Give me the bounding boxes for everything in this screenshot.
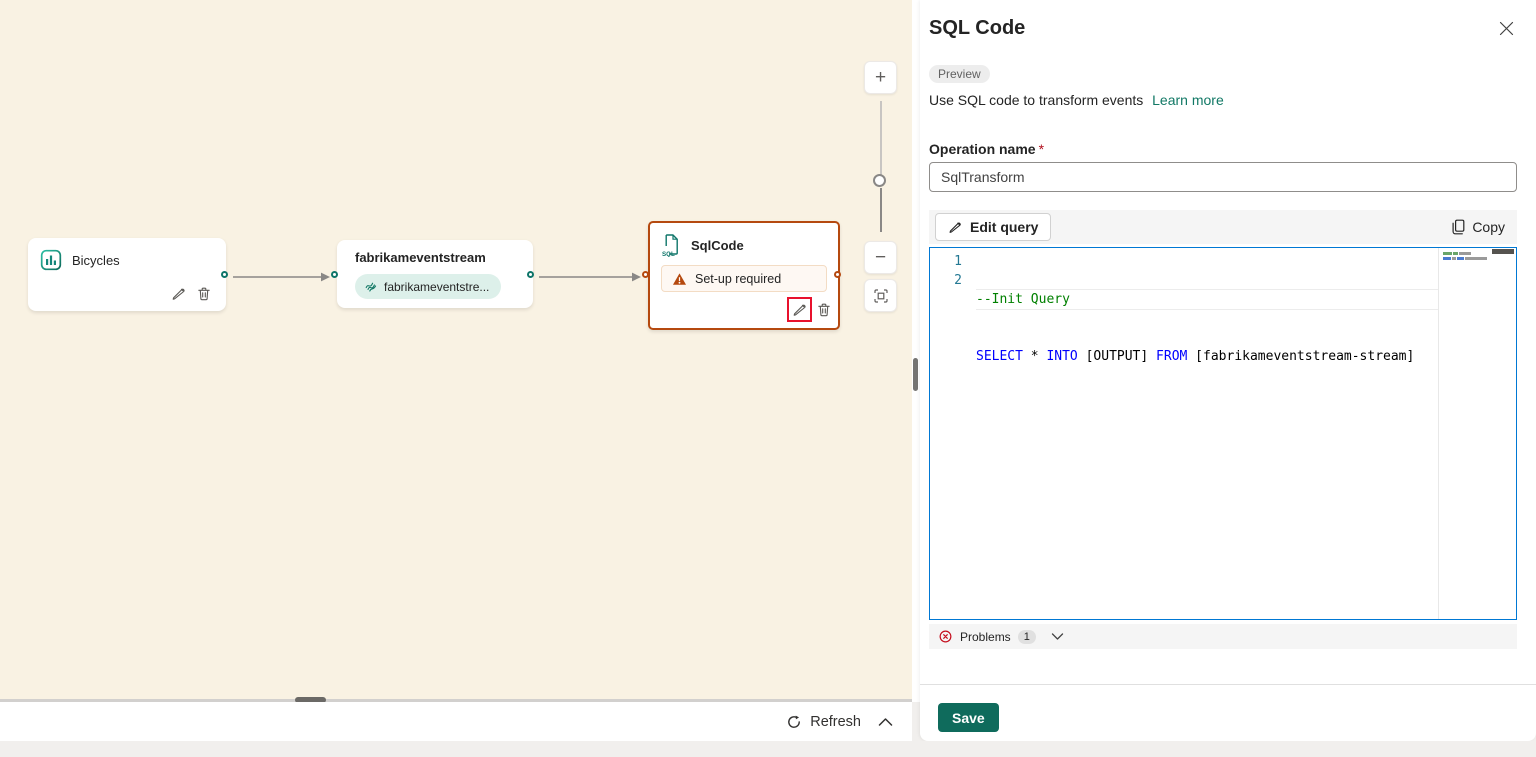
node-fabrikameventstream-title: fabrikameventstream [355, 250, 486, 265]
sql-keyword: INTO [1046, 349, 1078, 364]
zoom-slider-track[interactable] [880, 101, 882, 175]
zoom-slider-handle[interactable] [873, 174, 886, 187]
edit-node-highlight-box [787, 297, 812, 322]
sql-text: * [1022, 349, 1047, 364]
page-footer-strip [0, 741, 1536, 757]
port-sqlcode-in[interactable] [642, 271, 649, 278]
refresh-label: Refresh [810, 713, 861, 730]
warning-icon [672, 272, 687, 286]
port-bicycles-out[interactable] [221, 271, 228, 278]
learn-more-link[interactable]: Learn more [1152, 92, 1224, 108]
canvas-hscrollbar-thumb[interactable] [295, 697, 326, 702]
canvas-hscrollbar[interactable] [0, 699, 912, 702]
fit-to-screen-button[interactable] [864, 279, 897, 312]
panel-footer-divider [920, 684, 1536, 685]
problems-bar[interactable]: Problems 1 [929, 624, 1517, 649]
collapse-panel-button[interactable] [877, 716, 894, 728]
refresh-button[interactable]: Refresh [786, 714, 861, 730]
close-panel-button[interactable] [1496, 18, 1516, 38]
plus-icon: + [874, 66, 887, 88]
editor-code-area[interactable]: --Init Query SELECT * INTO [OUTPUT] FROM… [976, 248, 1438, 619]
error-icon [938, 629, 953, 644]
port-sqlcode-out[interactable] [834, 271, 841, 278]
delete-node-icon[interactable] [816, 302, 832, 318]
close-icon [1499, 21, 1513, 35]
node-sqlcode-title: SqlCode [691, 237, 744, 253]
editor-minimap[interactable] [1438, 248, 1516, 619]
preview-badge: Preview [929, 65, 990, 83]
operation-name-input[interactable] [929, 162, 1517, 192]
sample-data-icon [40, 249, 62, 271]
zoom-out-button[interactable]: − [864, 241, 897, 274]
chevron-up-icon [878, 717, 893, 726]
minimap-slider[interactable] [1492, 249, 1514, 254]
pencil-icon [948, 220, 963, 235]
description-text: Use SQL code to transform events [929, 92, 1144, 108]
edit-node-icon[interactable] [171, 286, 187, 302]
edge-connections [233, 272, 641, 282]
canvas-vscrollbar-thumb[interactable] [913, 358, 918, 391]
node-sqlcode[interactable]: SQL SqlCode Set-up required [648, 221, 840, 330]
refresh-icon [786, 714, 802, 730]
editor-line-numbers: 1 2 [930, 248, 976, 619]
problems-label: Problems [960, 629, 1011, 644]
sql-keyword: FROM [1156, 349, 1188, 364]
canvas-vscrollbar[interactable] [912, 0, 920, 702]
svg-text:SQL: SQL [662, 251, 675, 257]
sql-text: [fabrikameventstream-stream] [1187, 349, 1415, 364]
line-number: 1 [954, 254, 962, 269]
node-bicycles-title: Bicycles [72, 252, 120, 268]
sql-code-editor[interactable]: 1 2 --Init Query SELECT * INTO [OUTPUT] … [929, 247, 1517, 620]
copy-icon [1451, 219, 1466, 235]
canvas-footer-bar: Refresh [0, 702, 912, 741]
setup-required-label: Set-up required [695, 271, 782, 286]
setup-required-banner: Set-up required [661, 265, 827, 292]
fit-to-screen-icon [873, 288, 889, 304]
port-eventstream-in[interactable] [331, 271, 338, 278]
edit-node-icon[interactable] [792, 302, 808, 318]
line-number: 2 [954, 273, 962, 288]
eventstream-icon [364, 280, 378, 294]
panel-title: SQL Code [929, 17, 1026, 39]
code-line-1: --Init Query [976, 289, 1438, 310]
sql-keyword: SELECT [976, 349, 1023, 364]
editor-toolbar: Edit query Copy [929, 210, 1517, 244]
zoom-slider-track[interactable] [880, 188, 882, 232]
minus-icon: − [874, 246, 887, 268]
chevron-down-icon[interactable] [1051, 632, 1064, 641]
stream-badge: fabrikameventstre... [355, 274, 502, 299]
sql-code-panel: SQL Code Preview Use SQL code to transfo… [920, 0, 1536, 741]
save-button[interactable]: Save [938, 703, 999, 732]
node-fabrikameventstream[interactable]: fabrikameventstream fabrikameventstre... [337, 240, 533, 308]
code-line-2: SELECT * INTO [OUTPUT] FROM [fabrikameve… [976, 347, 1438, 366]
required-asterisk: * [1038, 141, 1045, 157]
edit-query-button[interactable]: Edit query [935, 213, 1052, 241]
panel-description: Use SQL code to transform events Learn m… [929, 92, 1224, 108]
operation-name-label-text: Operation name [929, 141, 1036, 157]
problems-count-badge: 1 [1017, 629, 1036, 644]
copy-label: Copy [1472, 219, 1505, 235]
operation-name-label: Operation name* [929, 141, 1044, 157]
node-bicycles[interactable]: Bicycles [28, 238, 226, 311]
edit-query-label: Edit query [970, 219, 1039, 235]
sql-comment: --Init Query [976, 292, 1070, 307]
sql-code-icon: SQL [661, 233, 681, 257]
delete-node-icon[interactable] [196, 286, 212, 302]
port-eventstream-out[interactable] [527, 271, 534, 278]
sql-text: [OUTPUT] [1077, 349, 1157, 364]
canvas[interactable]: Bicycles fabrikameventstream fabrikameve… [0, 0, 912, 702]
zoom-in-button[interactable]: + [864, 61, 897, 94]
copy-button[interactable]: Copy [1445, 219, 1511, 235]
stream-badge-label: fabrikameventstre... [384, 279, 490, 294]
